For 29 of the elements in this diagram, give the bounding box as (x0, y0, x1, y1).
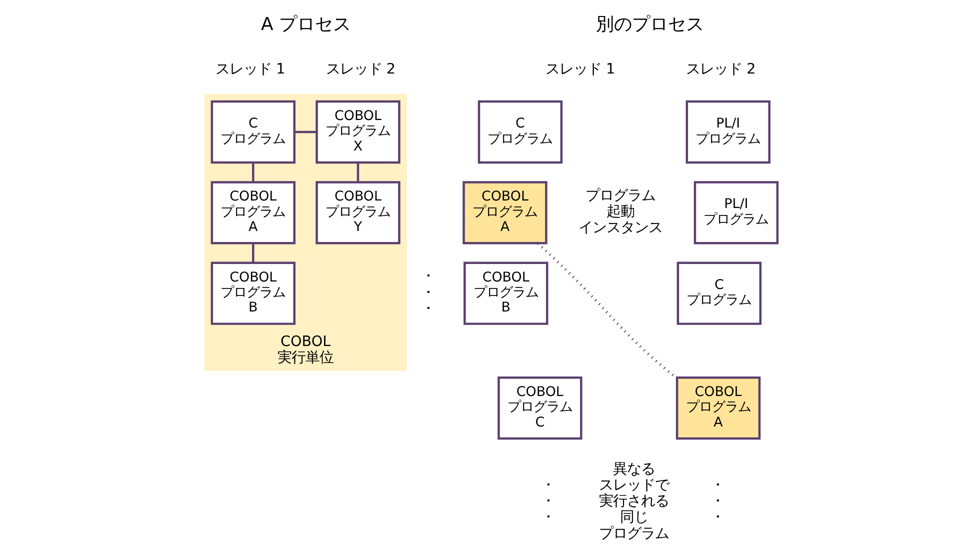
label: スレッド 2 (686, 62, 756, 78)
node-box: COBOL プログラム Y (315, 181, 400, 244)
node-box: C プログラム (477, 100, 562, 164)
node-box: C プログラム (210, 100, 295, 164)
connector (536, 242, 678, 380)
label: ・・・ (540, 477, 554, 526)
label: スレッド 2 (325, 62, 396, 78)
label: 異なるスレッドで実行される同じプログラム (598, 461, 669, 542)
connector (294, 130, 316, 134)
label: スレッド 1 (215, 62, 285, 78)
label: ・・・ (710, 477, 724, 526)
label: スレッド 1 (544, 62, 615, 78)
node-box: COBOL プログラム X (315, 100, 400, 164)
node-box: COBOL プログラム B (210, 262, 295, 325)
connector (252, 162, 254, 182)
node-box: PL/I プログラム (693, 181, 778, 244)
label: ・・・ (420, 268, 434, 317)
node-box: PL/I プログラム (685, 100, 770, 164)
label: プログラム起動インスタンス (578, 188, 662, 236)
node-box: COBOL プログラム A (210, 181, 295, 244)
node-box: COBOL プログラム A (675, 376, 760, 440)
node-box: COBOL プログラム B (463, 262, 548, 325)
connector (252, 243, 254, 263)
connector (356, 162, 359, 182)
label: 別のプロセス (596, 14, 704, 35)
node-box: COBOL プログラム A (462, 181, 547, 244)
label: A プロセス (260, 14, 350, 35)
node-box: COBOL プログラム C (497, 376, 582, 440)
node-box: C プログラム (676, 262, 761, 325)
